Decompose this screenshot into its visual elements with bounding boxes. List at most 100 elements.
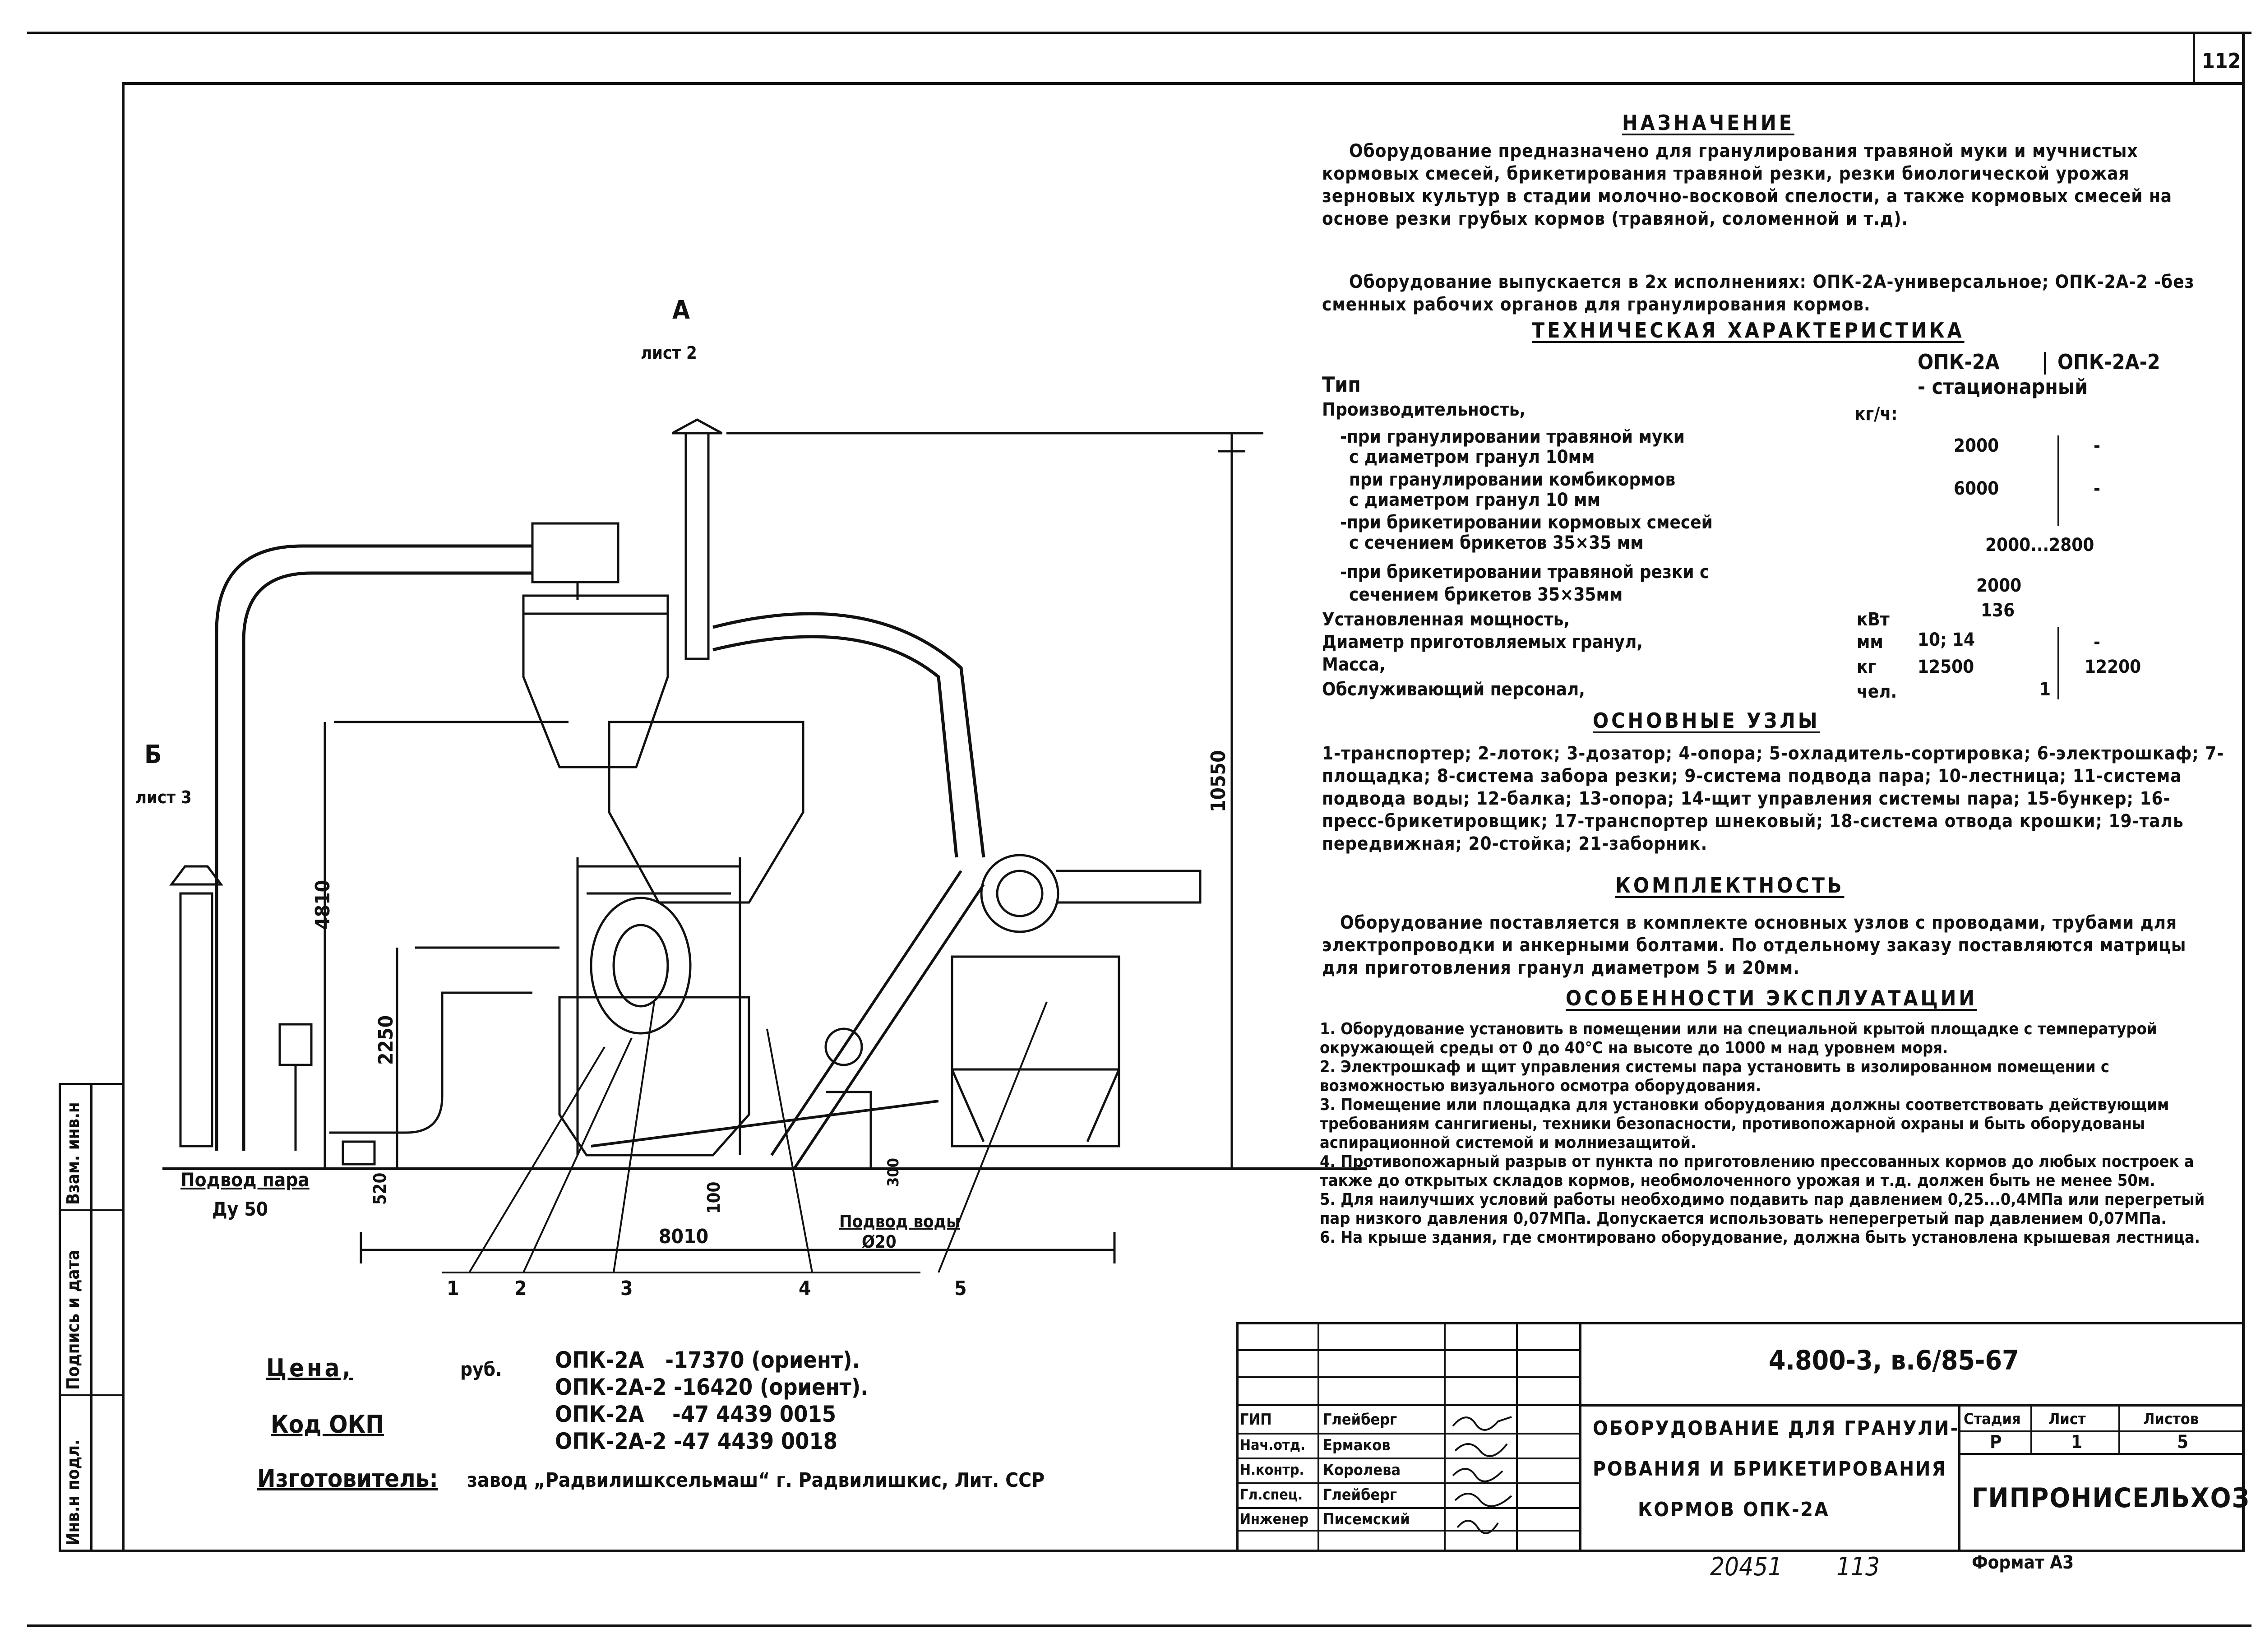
tech-row-10-label: Диаметр приготовляемых гранул, [1322, 632, 1643, 652]
tech-row-12-unit: чел. [1857, 681, 1897, 702]
tech-row-0-label: Производительность, [1322, 399, 1526, 420]
operation-item: 4. Противопожарный разрыв от пункта по п… [1320, 1152, 2194, 1190]
callout-2: 2 [514, 1277, 527, 1300]
stamp-col-mid [90, 1083, 92, 1552]
operation-item: 2. Электрошкаф и щит управления системы … [1320, 1058, 2110, 1095]
tb-role-1: Нач.отд. [1240, 1436, 1305, 1453]
tech-row-11-label: Масса, [1322, 654, 1386, 675]
tb-stage-label: Стадия [1964, 1410, 2021, 1428]
tb-name-4: Писемский [1323, 1510, 1410, 1528]
tech-row-4-v2: - [2094, 478, 2100, 499]
tech-row-9-label: Установленная мощность, [1322, 609, 1570, 630]
tb-sheets: 5 [2177, 1432, 2189, 1453]
tb-name-line3: кормов ОПК-2А [1638, 1498, 1830, 1521]
tb-role-0: ГИП [1240, 1411, 1272, 1429]
completeness-title: Комплектность [1615, 873, 1845, 898]
operation-title: Особенности эксплуатации [1566, 986, 1978, 1010]
tech-col2: ОПК-2А-2 [2057, 350, 2160, 374]
units-text: 1-транспортер; 2-лоток; 3-дозатор; 4-опо… [1322, 743, 2224, 854]
view-a-label: А [672, 296, 690, 325]
tech-row-3-label: при гранулировании комбикормов [1349, 469, 1676, 490]
stamp-vzam: Взам. инв.н [63, 1102, 83, 1205]
tech-row-12-label: Обслуживающий персонал, [1322, 679, 1585, 700]
tech-col-divider [2044, 352, 2046, 375]
below-num-1: 20451 [1710, 1552, 1783, 1582]
tb-name-line1: Оборудование для гранули- [1593, 1417, 1960, 1440]
dim-8010: 8010 [659, 1225, 709, 1248]
tech-row-1-label: -при гранулировании травяной муки [1340, 426, 1685, 447]
tb-org: ГИПРОНИСЕЛЬХОЗ [1972, 1482, 2250, 1514]
purpose-p1: Оборудование предназначено для гранулиро… [1322, 141, 2173, 229]
tech-row-7-label: -при брикетировании травяной резки с [1340, 562, 1710, 583]
steam-dn: Ду 50 [212, 1198, 268, 1220]
stamp-sep2 [59, 1209, 125, 1211]
tech-row-11-v1: 12500 [1918, 657, 1974, 677]
tb-name-line2: рования и брикетирования [1593, 1458, 1947, 1481]
dim-520: 520 [370, 1172, 390, 1205]
steam-label: Подвод пара [180, 1169, 310, 1191]
tech-row-2-v1: 2000 [1954, 435, 1999, 456]
tech-row-2-v2: - [2094, 435, 2100, 456]
tech-type-value: - стационарный [1918, 375, 2088, 399]
operation-item: 6. На крыше здания, где смонтировано обо… [1320, 1228, 2200, 1247]
sheet-num-box-left [2193, 32, 2195, 85]
purpose-p2: Оборудование выпускается в 2х исполнения… [1322, 272, 2195, 315]
tech-row-2-label: с диаметром гранул 10мм [1349, 447, 1595, 467]
tech-row-10-v2: - [2094, 632, 2100, 652]
purpose-title: Назначение [1622, 111, 1794, 135]
frame-top [122, 82, 2245, 85]
price-line-1: ОПК-2А -17370 (ориент). [555, 1347, 860, 1373]
tech-row-11-v2: 12200 [2085, 657, 2141, 677]
tech-v-divider-1 [2057, 435, 2059, 526]
units-title: Основные узлы [1593, 708, 1820, 733]
okp-line-1: ОПК-2А -47 4439 0015 [555, 1401, 836, 1427]
tb-role-2: Н.контр. [1240, 1461, 1304, 1478]
tech-row-10-unit: мм [1857, 632, 1883, 652]
tb-role-3: Гл.спец. [1240, 1486, 1303, 1503]
tech-row-11-unit: кг [1857, 657, 1877, 677]
sheet-number: 112 [2202, 49, 2241, 73]
tb-name-3: Глейберг [1323, 1486, 1397, 1504]
tech-row-4-label: с диаметром гранул 10 мм [1349, 490, 1600, 510]
dim-4810: 4810 [311, 879, 334, 930]
callout-3: 3 [620, 1277, 633, 1300]
callout-5: 5 [954, 1277, 967, 1300]
tb-name-1: Ермаков [1323, 1436, 1391, 1454]
price-line-2: ОПК-2А-2 -16420 (ориент). [555, 1374, 869, 1400]
below-num-2: 113 [1836, 1552, 1880, 1582]
completeness-text: Оборудование поставляется в комплекте ос… [1322, 912, 2187, 978]
frame-bottom [59, 1550, 2245, 1552]
okp-title: Код ОКП [271, 1410, 384, 1439]
frame-bottom-outer [27, 1624, 2251, 1627]
frame-right [2242, 32, 2245, 1552]
price-title: Цена, [266, 1354, 353, 1382]
operation-item: 5. Для наилучших условий работы необходи… [1320, 1190, 2205, 1228]
water-label: Подвод воды [839, 1212, 960, 1231]
equipment-drawing [162, 418, 1367, 1273]
format-label: Формат А3 [1972, 1552, 2074, 1573]
tb-name-2: Королева [1323, 1461, 1401, 1479]
tech-row-0-unit: кг/ч: [1854, 404, 1898, 425]
stamp-sep3 [59, 1394, 125, 1396]
dim-2250: 2250 [374, 1015, 398, 1065]
okp-line-2: ОПК-2А-2 -47 4439 0018 [555, 1428, 838, 1454]
frame-left [122, 82, 125, 1552]
tech-row-8-v1: 2000 [1976, 575, 2022, 596]
callout-4: 4 [799, 1277, 811, 1300]
maker-text: завод „Радвилишксельмаш“ г. Радвилишкис,… [467, 1469, 1045, 1492]
stamp-podpis: Подпись и дата [63, 1249, 83, 1390]
maker-title: Изготовитель: [257, 1464, 438, 1493]
tb-stage: Р [1990, 1432, 2002, 1453]
tech-row-6-label: с сечением брикетов 35×35 мм [1349, 532, 1644, 553]
tb-role-4: Инженер [1240, 1510, 1309, 1527]
operation-item: 1. Оборудование установить в помещении и… [1320, 1020, 2157, 1057]
title-block: ГИП Глейберг Нач.отд. Ермаков Н.контр. К… [1236, 1322, 2249, 1552]
tech-row-12-v1: 1 [2039, 679, 2051, 700]
tb-sheet-label: Лист [2048, 1410, 2086, 1428]
tech-v-divider-2 [2057, 627, 2059, 699]
view-b-sheet: лист 3 [135, 787, 192, 807]
operation-item: 3. Помещение или площадка для установки … [1320, 1096, 2169, 1152]
tech-row-9-v1: 136 [1981, 600, 2015, 621]
dim-300: 300 [884, 1158, 902, 1187]
water-dn: Ø20 [862, 1232, 897, 1252]
